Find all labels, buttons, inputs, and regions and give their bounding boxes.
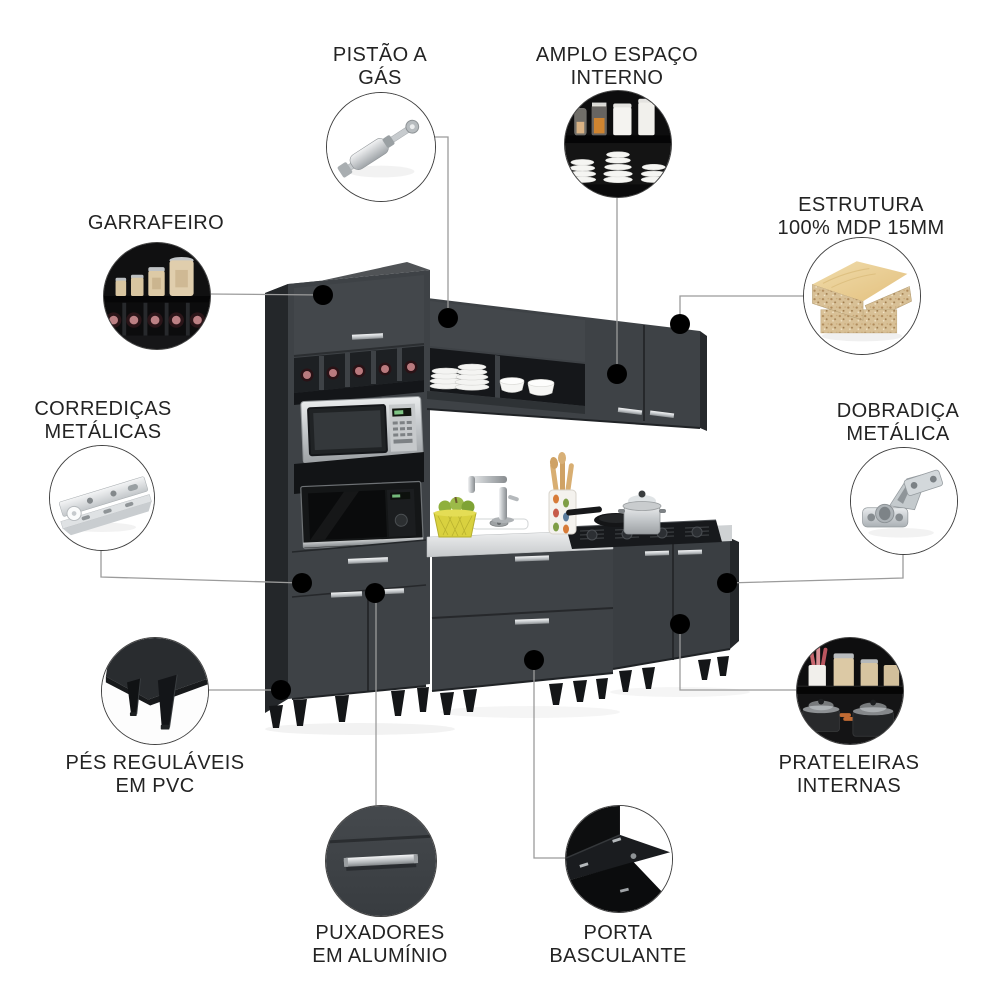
adjustable-feet-image: [102, 638, 208, 744]
dot-pes: [271, 680, 291, 700]
hinge-image: [851, 448, 957, 554]
tall-cabinet-feet: [269, 687, 429, 728]
circle-dobradica: [850, 447, 958, 555]
circle-prateleiras: [796, 637, 904, 745]
dot-dobradica: [717, 573, 737, 593]
cooktop: [565, 519, 722, 549]
bottle-rack-image: [104, 243, 210, 349]
microwave-2: [300, 480, 424, 550]
wine-bottles: [300, 360, 418, 382]
line-prateleiras: [679, 624, 796, 691]
fruit-basket: [433, 496, 477, 538]
tall-cabinet-doors: [292, 585, 426, 699]
drawer-module: [432, 542, 613, 691]
circle-garrafeiro: [103, 242, 211, 350]
gas-piston-image: [327, 93, 435, 201]
circle-pistao-a-gas: [326, 92, 436, 202]
line-garrafeiro: [208, 293, 324, 296]
white-bowls: [499, 377, 555, 396]
dot-porta-basculante: [524, 650, 544, 670]
label-garrafeiro: GARRAFEIRO: [87, 212, 225, 234]
tall-cabinet-drawer: [292, 540, 426, 597]
stacked-plates: [429, 363, 490, 391]
circle-puxadores: [325, 805, 437, 917]
line-porta-basculante: [533, 660, 566, 859]
cooking-pot: [618, 490, 666, 535]
drawer-handle: [347, 557, 389, 564]
circle-porta-basculante: [565, 805, 673, 913]
tall-cabinet: [265, 262, 430, 728]
flip-up-door-front: [430, 301, 585, 362]
mdp-boards-image: [804, 238, 920, 354]
floor-shadow: [265, 723, 455, 735]
sink-faucet: [468, 476, 529, 530]
pots: [802, 698, 894, 737]
dot-prateleiras: [670, 614, 690, 634]
internal-shelves-image: [797, 638, 903, 744]
flip-up-door-image: [566, 806, 672, 912]
aluminum-handle-image: [326, 806, 436, 916]
shelves-with-jars-image: [565, 91, 671, 197]
line-corredicas: [100, 549, 303, 584]
dot-amplo-espaco: [607, 364, 627, 384]
wine-rack: [294, 346, 424, 393]
wall-cabinet: [426, 298, 707, 431]
circle-amplo-espaco: [564, 90, 672, 198]
utensil-cup: [548, 452, 577, 535]
base-cabinets: [426, 452, 739, 715]
circle-corredicas: [49, 445, 155, 551]
door-module: [613, 538, 730, 669]
dot-puxadores: [365, 583, 385, 603]
top-door-handle: [351, 333, 384, 340]
dot-estrutura: [670, 314, 690, 334]
microwave-1: [300, 396, 424, 464]
dot-garrafeiro: [313, 285, 333, 305]
drawer-slide-image: [50, 446, 154, 550]
microwave-display: [394, 410, 404, 415]
dot-corredicas: [292, 573, 312, 593]
base-feet: [440, 656, 729, 715]
circle-estrutura: [803, 237, 921, 355]
dot-pistao: [438, 308, 458, 328]
circle-pes-regulaveis: [101, 637, 209, 745]
line-estrutura: [679, 295, 803, 324]
line-dobradica: [726, 553, 904, 584]
